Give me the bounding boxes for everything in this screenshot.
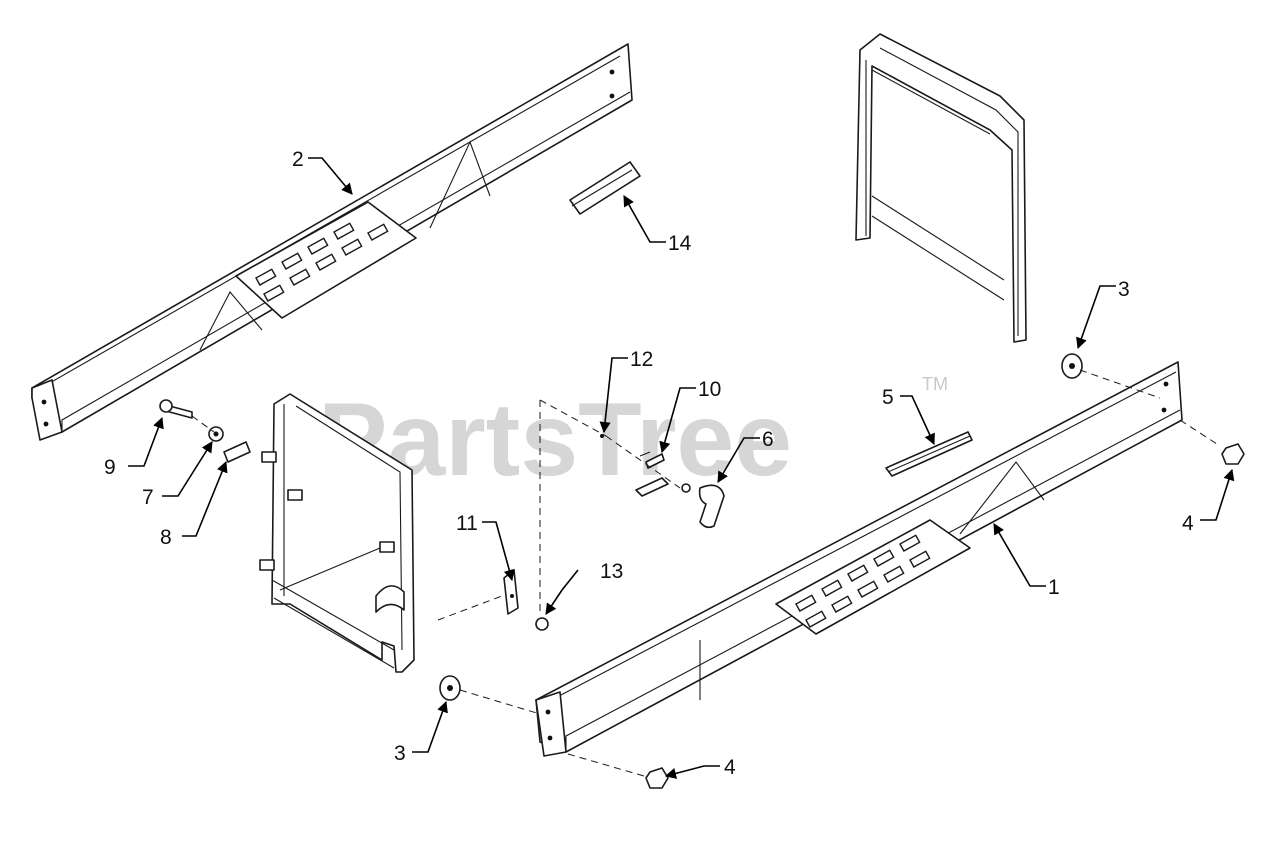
- frame-rail-right: [535, 361, 1183, 757]
- flat-bar-5: [885, 431, 973, 477]
- callout-11: 11: [456, 512, 478, 535]
- callout-2: 2: [292, 148, 304, 171]
- pin-10: [639, 451, 651, 457]
- callout-1: 1: [1048, 576, 1060, 599]
- bracket-14: [569, 161, 641, 215]
- washer-3-upper: [1061, 353, 1083, 379]
- callout-labels: 2 14 3 4 1 5 6 10 12 11 13 9 7 8 3 4: [104, 148, 1194, 779]
- callout-9: 9: [104, 456, 116, 479]
- callout-4-right: 4: [1182, 512, 1194, 535]
- watermark-trademark: TM: [922, 374, 948, 394]
- washer-7: [208, 426, 224, 442]
- frame-rail-left: [31, 43, 633, 441]
- callout-12: 12: [630, 348, 653, 371]
- callout-13: 13: [600, 560, 623, 583]
- washer-3-lower: [439, 675, 461, 701]
- step-grate-right: [795, 534, 931, 628]
- callout-3-lower: 3: [394, 742, 406, 765]
- step-grate-left: [255, 222, 389, 302]
- rear-upright-frame: [855, 33, 1027, 343]
- bolt-9: [159, 399, 193, 419]
- callout-14: 14: [668, 232, 692, 255]
- callout-4-lower: 4: [724, 756, 736, 779]
- leader-lines: [128, 157, 1235, 779]
- callout-3-upper: 3: [1118, 278, 1130, 301]
- nut-13: [535, 617, 549, 631]
- bolt-4-lower: [645, 767, 669, 789]
- bolt-4-right: [1221, 443, 1245, 465]
- pin-12: [600, 434, 604, 438]
- clip-8: [223, 441, 251, 463]
- front-upright-frame: [259, 393, 415, 673]
- wing-handle-6: [635, 453, 725, 529]
- callout-6: 6: [762, 428, 774, 451]
- callout-5: 5: [882, 386, 894, 409]
- callout-7: 7: [142, 486, 154, 509]
- callout-10: 10: [698, 378, 721, 401]
- callout-8: 8: [160, 526, 172, 549]
- assembly-lines: [191, 369, 1221, 777]
